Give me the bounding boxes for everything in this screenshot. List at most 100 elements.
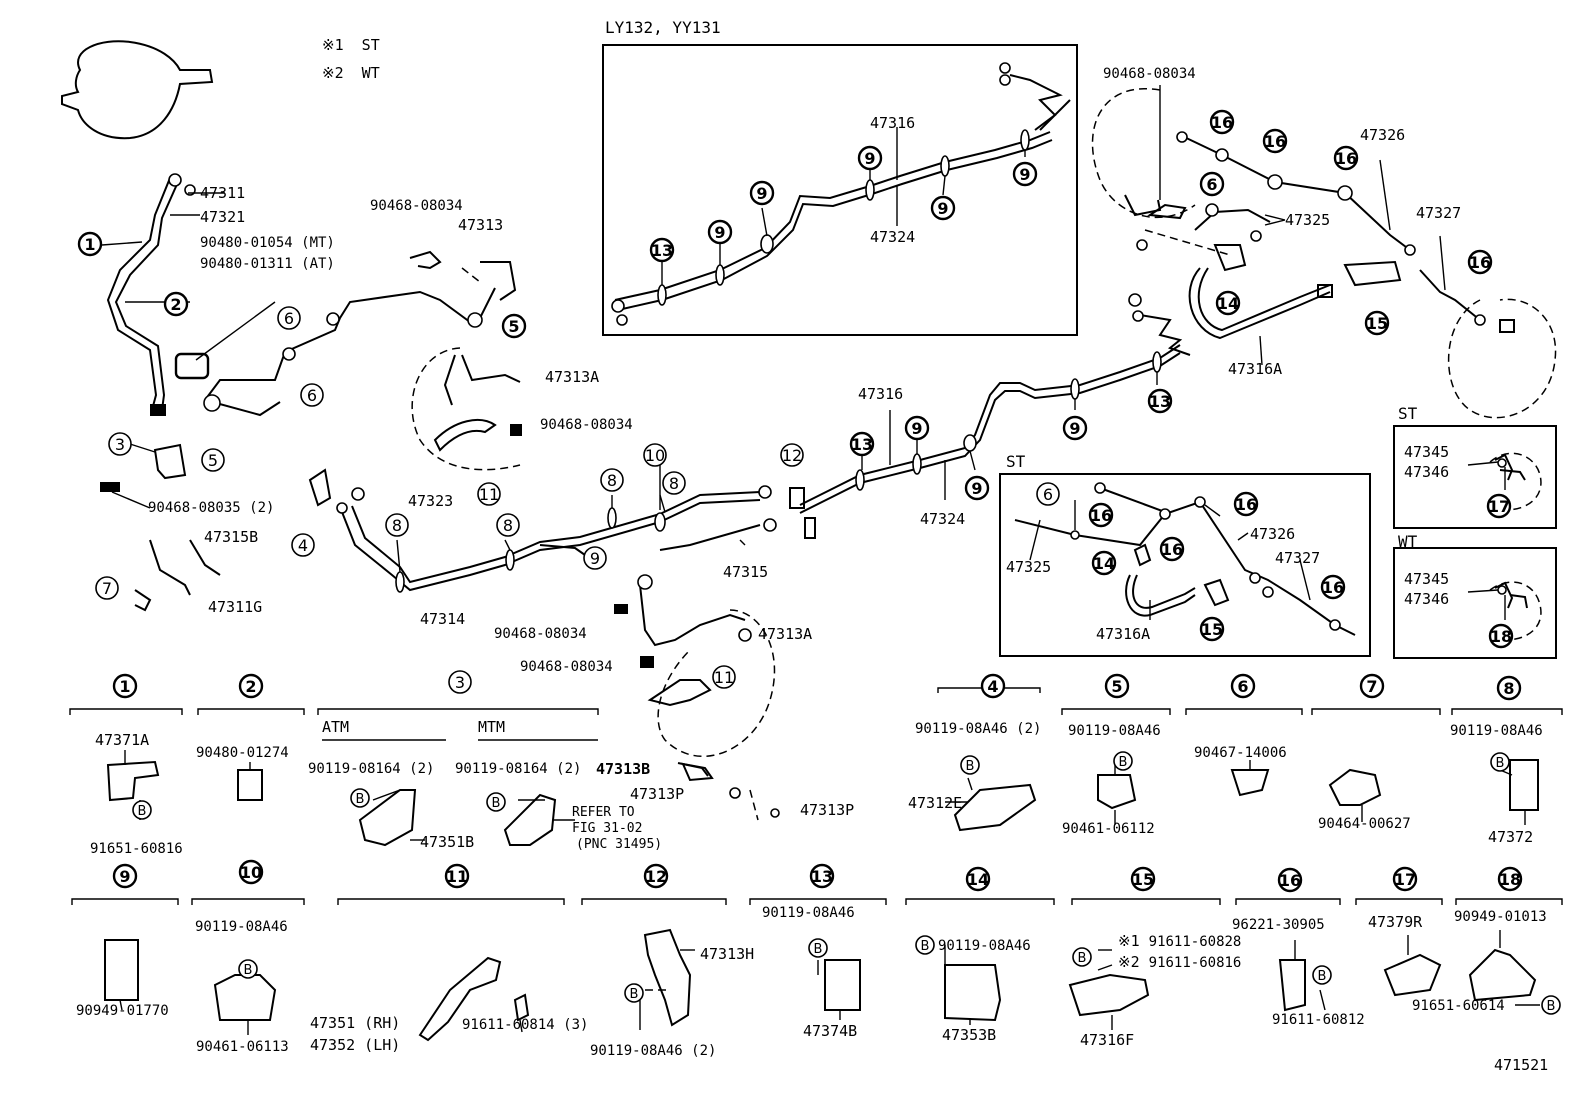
svg-text:6: 6 bbox=[1237, 677, 1248, 696]
svg-text:8: 8 bbox=[503, 516, 513, 535]
svg-text:9: 9 bbox=[971, 479, 982, 498]
legend-wt: ※2 WT bbox=[322, 66, 380, 81]
svg-text:8: 8 bbox=[392, 516, 402, 535]
inset-st-box bbox=[999, 473, 1371, 657]
svg-text:6: 6 bbox=[307, 386, 317, 405]
part-91611-60816: 91611-60816 bbox=[1148, 955, 1242, 971]
svg-text:16: 16 bbox=[1264, 132, 1286, 151]
part-47316-inset: 47316 bbox=[870, 114, 916, 132]
part-47324-main: 47324 bbox=[920, 510, 966, 528]
svg-text:9: 9 bbox=[714, 223, 725, 242]
svg-text:6: 6 bbox=[1043, 485, 1053, 504]
part-47325-st: 47325 bbox=[1006, 558, 1052, 576]
part-47314: 47314 bbox=[420, 610, 466, 628]
rear-brake-detail bbox=[1091, 85, 1557, 419]
part-90461-06113: 90461-06113 bbox=[196, 1039, 289, 1055]
figure-number: 471521 bbox=[1494, 1056, 1549, 1074]
svg-text:18: 18 bbox=[1490, 627, 1512, 646]
legend-text-1: ST bbox=[361, 36, 380, 54]
part-91611-60812: 91611-60812 bbox=[1272, 1012, 1365, 1028]
refer-line-3: (PNC 31495) bbox=[576, 837, 663, 852]
part-91611-60816-row: ※2 91611-60816 bbox=[1118, 953, 1242, 971]
part-47321: 47321 bbox=[200, 208, 246, 226]
part-47345-wt: 47345 bbox=[1404, 570, 1450, 588]
part-47313P-a: 47313P bbox=[630, 785, 685, 803]
svg-text:18: 18 bbox=[1499, 870, 1521, 889]
svg-text:11: 11 bbox=[479, 485, 499, 504]
legend-text-2: WT bbox=[361, 64, 380, 82]
svg-text:17: 17 bbox=[1394, 870, 1416, 889]
svg-text:1: 1 bbox=[84, 235, 95, 254]
svg-text:16: 16 bbox=[1161, 540, 1183, 559]
mark-2-ref: ※2 bbox=[1118, 953, 1140, 971]
bottom-part-drawings-row2 bbox=[104, 928, 1540, 1042]
part-90119-08A46-2-row2: 90119-08A46 (2) bbox=[590, 1043, 717, 1059]
inset-ly-title: LY132, YY131 bbox=[605, 18, 721, 37]
part-47324-inset: 47324 bbox=[870, 228, 916, 246]
part-90480-01054: 90480-01054 (MT) bbox=[200, 235, 335, 251]
part-90119-08A46-row1-b: 90119-08A46 bbox=[1450, 723, 1543, 739]
legend-st: ※1 ST bbox=[322, 38, 380, 53]
part-90119-08A46-row2-c: 90119-08A46 bbox=[938, 938, 1031, 954]
pipe-47314 bbox=[308, 460, 777, 593]
svg-text:B: B bbox=[966, 759, 975, 774]
svg-text:15: 15 bbox=[1132, 870, 1154, 889]
part-90119-08A46-row2-b: 90119-08A46 bbox=[762, 905, 855, 921]
svg-text:9: 9 bbox=[1019, 165, 1030, 184]
svg-text:6: 6 bbox=[284, 309, 294, 328]
part-47313A-a: 47313A bbox=[545, 368, 600, 386]
part-90949-01770: 90949-01770 bbox=[76, 1003, 169, 1019]
svg-text:5: 5 bbox=[208, 451, 218, 470]
svg-text:14: 14 bbox=[967, 870, 989, 889]
part-90949-01013: 90949-01013 bbox=[1454, 909, 1547, 925]
svg-text:B: B bbox=[630, 987, 639, 1002]
refer-line-2: FIG 31-02 bbox=[572, 821, 643, 836]
svg-text:5: 5 bbox=[1111, 677, 1122, 696]
svg-text:9: 9 bbox=[1069, 419, 1080, 438]
part-47379R: 47379R bbox=[1368, 913, 1423, 931]
part-47311G: 47311G bbox=[208, 598, 263, 616]
svg-text:9: 9 bbox=[864, 149, 875, 168]
svg-text:B: B bbox=[921, 939, 930, 954]
svg-text:9: 9 bbox=[937, 199, 948, 218]
hose-parts bbox=[100, 482, 221, 612]
svg-text:13: 13 bbox=[851, 435, 873, 454]
svg-text:10: 10 bbox=[240, 863, 262, 882]
bolt-marks: B B B B B B B B B B B B B bbox=[132, 751, 1561, 1015]
inset-st-right-title: ST bbox=[1398, 404, 1418, 423]
inset-st-title: ST bbox=[1006, 452, 1026, 471]
svg-text:5: 5 bbox=[508, 317, 519, 336]
part-91611-60828: 91611-60828 bbox=[1148, 934, 1242, 950]
part-90480-01274: 90480-01274 bbox=[196, 745, 289, 761]
part-90119-08A46-row1-a: 90119-08A46 bbox=[1068, 723, 1161, 739]
svg-text:B: B bbox=[814, 942, 823, 957]
part-47313: 47313 bbox=[458, 216, 504, 234]
svg-text:13: 13 bbox=[811, 867, 833, 886]
svg-text:7: 7 bbox=[102, 579, 112, 598]
svg-text:7: 7 bbox=[1366, 677, 1377, 696]
part-91611-60828-row: ※1 91611-60828 bbox=[1118, 934, 1242, 950]
refer-line-1: REFER TO bbox=[572, 805, 635, 820]
legend-mark-1: ※1 bbox=[322, 36, 344, 54]
svg-text:2: 2 bbox=[170, 295, 181, 314]
part-47313A-b: 47313A bbox=[758, 625, 813, 643]
part-90468-08034-c: 90468-08034 bbox=[494, 626, 587, 642]
svg-text:B: B bbox=[244, 963, 253, 978]
bottom-row2-brackets bbox=[71, 898, 1563, 905]
inset-st-wt-right bbox=[1393, 425, 1557, 659]
part-47316F: 47316F bbox=[1080, 1031, 1135, 1049]
svg-text:3: 3 bbox=[455, 673, 465, 692]
svg-text:13: 13 bbox=[651, 241, 673, 260]
label-mtm: MTM bbox=[478, 718, 506, 736]
part-47325-main: 47325 bbox=[1285, 211, 1331, 229]
pipe-47313 bbox=[174, 250, 517, 417]
part-90468-08035: 90468-08035 (2) bbox=[148, 500, 275, 516]
part-90119-08A46-row2-a: 90119-08A46 bbox=[195, 919, 288, 935]
svg-text:B: B bbox=[138, 804, 147, 819]
part-47346-st: 47346 bbox=[1404, 463, 1450, 481]
svg-text:11: 11 bbox=[446, 867, 468, 886]
bottom-part-drawings bbox=[106, 750, 1539, 847]
part-96221-30905: 96221-30905 bbox=[1232, 917, 1325, 933]
svg-text:14: 14 bbox=[1217, 294, 1239, 313]
